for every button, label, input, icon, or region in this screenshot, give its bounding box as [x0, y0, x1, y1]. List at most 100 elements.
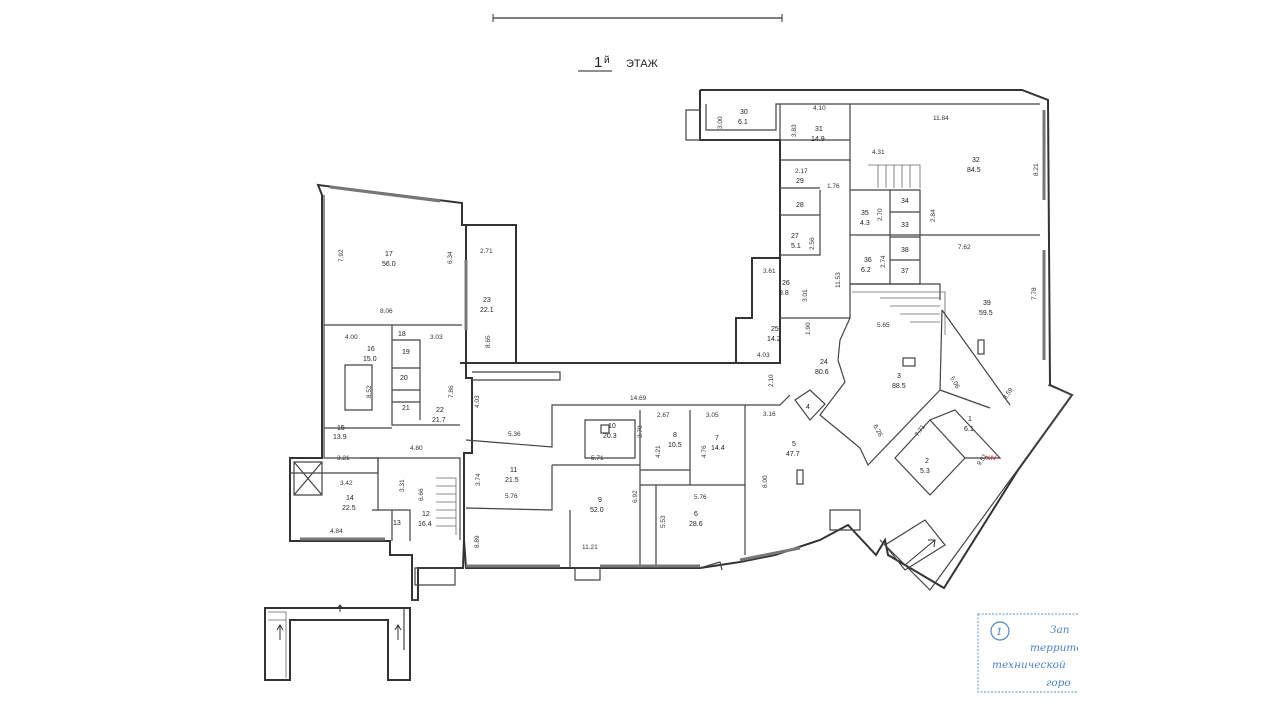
svg-text:56.0: 56.0: [382, 261, 396, 268]
svg-text:18: 18: [398, 331, 406, 338]
dimension: 5.36: [508, 431, 521, 438]
svg-text:34: 34: [901, 198, 909, 205]
dimension: 4.84: [330, 528, 343, 535]
svg-text:16.4: 16.4: [418, 521, 432, 528]
svg-text:33: 33: [901, 222, 909, 229]
svg-text:25: 25: [771, 326, 779, 333]
dimension: 3.05: [706, 412, 719, 419]
svg-text:6.2: 6.2: [861, 267, 871, 274]
room-8: 810.5: [668, 432, 682, 449]
dimension: 4.00: [345, 334, 358, 341]
dimension: 2.71: [480, 248, 493, 255]
dimension: 5.65: [877, 322, 890, 329]
svg-text:14.9: 14.9: [811, 136, 825, 143]
svg-text:19: 19: [402, 349, 410, 356]
svg-text:8: 8: [673, 432, 677, 439]
room-21: 21: [402, 405, 410, 412]
svg-text:17: 17: [385, 251, 393, 258]
dimension: 3.21: [337, 455, 350, 462]
dimension: 5.53: [660, 515, 667, 528]
room-38: 38: [901, 247, 909, 254]
dimension: 8.65: [485, 335, 492, 348]
svg-text:1: 1: [968, 416, 972, 423]
arrow-icon: [276, 539, 936, 640]
svg-text:38: 38: [901, 247, 909, 254]
stamp-number: 1: [996, 626, 1003, 638]
room-2: 25.3: [920, 458, 930, 475]
room-5: 547.7: [786, 441, 800, 458]
floor-title: 1 й ЭТАЖ: [578, 54, 658, 72]
dimension: 4.31: [872, 149, 885, 156]
svg-text:35: 35: [861, 210, 869, 217]
svg-text:31: 31: [815, 126, 823, 133]
dimension: 2.56: [809, 237, 816, 250]
room-4: 4: [806, 404, 810, 411]
svg-text:10: 10: [608, 423, 616, 430]
floor-label: ЭТАЖ: [626, 58, 658, 70]
svg-text:26: 26: [782, 280, 790, 287]
svg-text:7: 7: [715, 435, 719, 442]
room-6: 628.6: [689, 511, 703, 528]
dimension: 11.84: [933, 115, 949, 122]
room-29: 29: [796, 178, 804, 185]
dimension: 6.92: [632, 490, 639, 503]
dimension: 5.06: [948, 376, 961, 391]
registration-stamp: 1 Зап террито технической горо: [977, 613, 1078, 693]
dimension: 14.69: [630, 395, 647, 402]
room-31: 31 14.9: [811, 126, 825, 143]
svg-text:21.5: 21.5: [505, 477, 519, 484]
walls: [264, 89, 1074, 681]
dimension: 11.53: [835, 272, 842, 288]
room-10: 10 20.3: [603, 423, 617, 440]
svg-text:88.5: 88.5: [892, 383, 906, 390]
dimension: 4.03: [757, 352, 770, 359]
floor-number-suffix: й: [604, 55, 610, 66]
dimension: 3.61: [763, 268, 776, 275]
stamp-circle: [990, 621, 1010, 641]
dimension: 3.16: [763, 411, 776, 418]
dimension: 4.76: [701, 445, 708, 458]
dimension: 3.74: [475, 473, 482, 486]
svg-text:14.2: 14.2: [767, 336, 781, 343]
svg-text:6: 6: [694, 511, 698, 518]
svg-text:20.3: 20.3: [603, 433, 617, 440]
room-17: 17 56.0: [382, 251, 396, 268]
svg-text:37: 37: [901, 268, 909, 275]
svg-text:22.1: 22.1: [480, 307, 494, 314]
dimension: 3.42: [340, 480, 353, 487]
dimension: 6.66: [418, 488, 425, 501]
dimension: 2.84: [930, 209, 937, 222]
dimension: 1.76: [827, 183, 840, 190]
svg-text:32: 32: [972, 157, 980, 164]
svg-text:6.1: 6.1: [964, 426, 974, 433]
svg-text:15: 15: [337, 425, 345, 432]
dimension: 8.89: [474, 535, 481, 548]
svg-text:52.0: 52.0: [590, 507, 604, 514]
room-18: 18: [398, 331, 406, 338]
dimension: 2.67: [657, 412, 670, 419]
svg-text:14: 14: [346, 495, 354, 502]
room-35: 354.3: [860, 210, 870, 227]
svg-text:13: 13: [393, 520, 401, 527]
room-19: 19: [402, 349, 410, 356]
room-32: 32 84.5: [967, 157, 981, 174]
room-25: 25 14.2: [767, 326, 781, 343]
svg-text:80.6: 80.6: [815, 369, 829, 376]
svg-text:13.9: 13.9: [333, 434, 347, 441]
room-27: 275.1: [791, 233, 801, 250]
svg-text:39: 39: [983, 300, 991, 307]
svg-text:2: 2: [925, 458, 929, 465]
svg-text:29: 29: [796, 178, 804, 185]
svg-text:9: 9: [598, 497, 602, 504]
dimension: 7.86: [448, 385, 455, 398]
svg-text:21.7: 21.7: [432, 417, 446, 424]
dimension: 2.17: [795, 168, 808, 175]
svg-text:5.3: 5.3: [920, 468, 930, 475]
svg-text:20: 20: [400, 375, 408, 382]
svg-text:84.5: 84.5: [967, 167, 981, 174]
windows: [300, 110, 1046, 568]
